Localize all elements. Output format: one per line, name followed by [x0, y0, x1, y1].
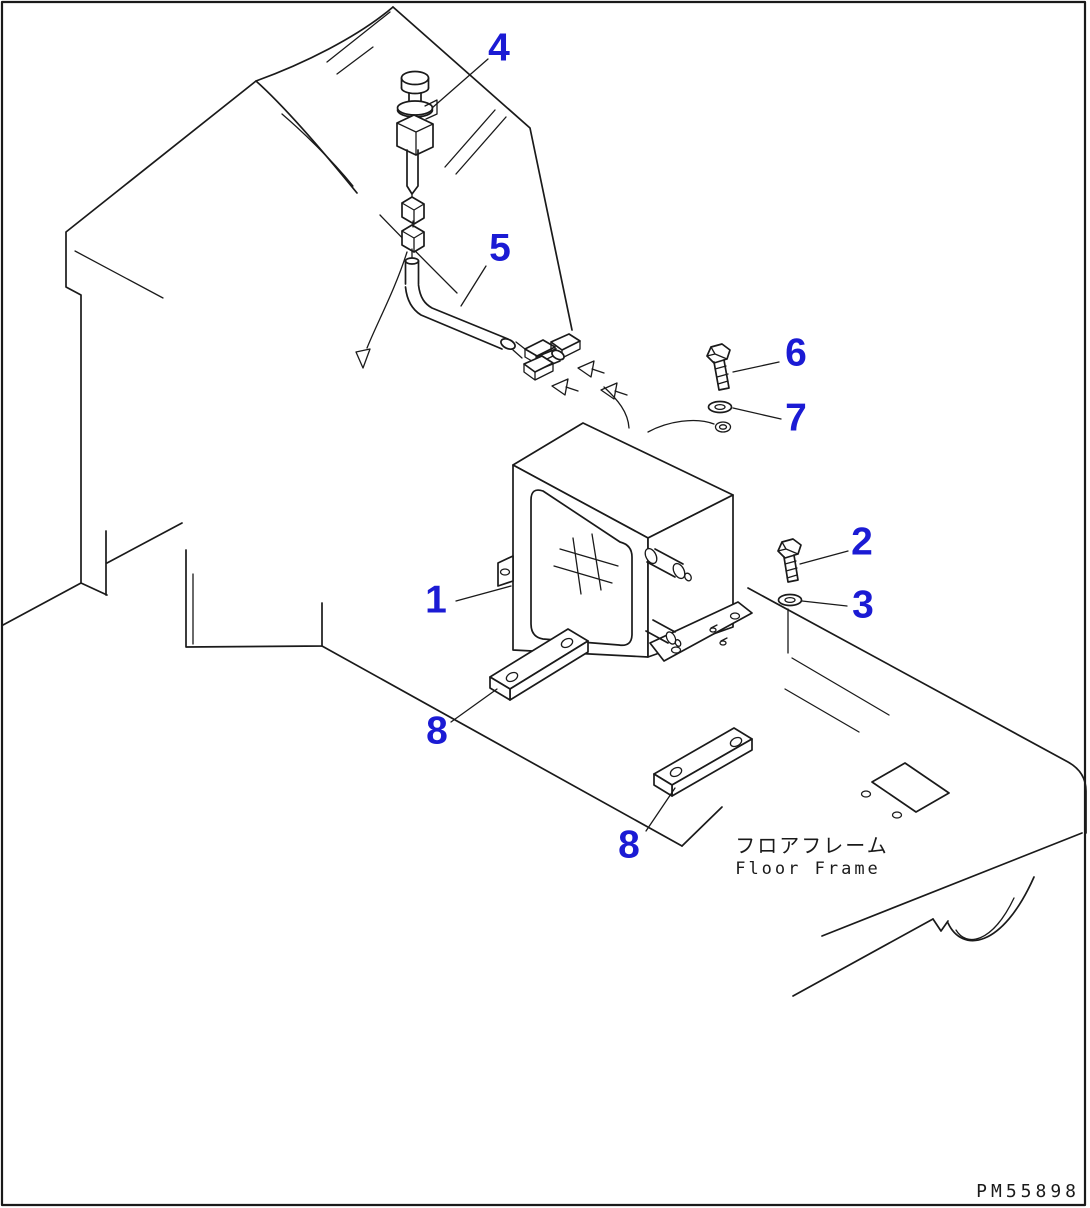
tank-flange-left [497, 555, 514, 587]
nozzle-fitting-lower [645, 619, 682, 647]
leader-8a [450, 688, 498, 723]
mounting-plate-1 [489, 628, 589, 701]
nozzle-fitting-upper [644, 547, 692, 582]
callout-7: 7 [785, 396, 807, 440]
leader-1 [455, 585, 512, 602]
callout-3: 3 [852, 583, 874, 627]
callout-4: 4 [488, 26, 510, 70]
switch-lead-wire [366, 251, 408, 349]
leader-8b [645, 787, 676, 832]
leader-6 [732, 361, 780, 373]
callout-6: 6 [785, 331, 807, 375]
operator-stand-outline [2, 6, 573, 648]
harness-wire [603, 386, 630, 429]
assembly-arrow-icons [551, 360, 628, 400]
callout-2: 2 [851, 520, 873, 564]
leader-7 [732, 407, 782, 420]
washer-item7 [707, 400, 733, 414]
washer-item3 [777, 593, 803, 654]
washer-tank [497, 422, 753, 662]
leader-4 [431, 58, 489, 109]
switch-knob [400, 70, 430, 103]
ground-wire [647, 419, 732, 433]
assembly-arrow-icon [355, 348, 371, 369]
tank-flange-right [649, 601, 753, 662]
switch-stem [406, 149, 419, 195]
leader-2 [799, 550, 849, 565]
floor-frame-outline [321, 587, 1087, 997]
tank-grid-mark [553, 533, 619, 595]
leader-5 [460, 265, 487, 307]
caption-japanese: フロアフレーム [735, 833, 889, 858]
bolt-item2 [777, 538, 802, 583]
harness-tube [404, 257, 516, 351]
tank-window [530, 489, 633, 647]
caption-english: Floor Frame [735, 859, 881, 879]
switch-body [396, 114, 434, 156]
leader-3 [801, 600, 848, 607]
callout-5: 5 [489, 226, 511, 270]
callout-8b: 8 [618, 823, 640, 867]
callout-1: 1 [425, 578, 447, 622]
wheel-arch-bump [932, 876, 1035, 942]
mounting-plate-2 [653, 727, 753, 797]
inline-connector-2 [401, 224, 425, 253]
inline-connector-1 [401, 196, 425, 225]
connector-cluster [512, 333, 581, 381]
bolt-item6 [706, 343, 731, 391]
floor-frame-cutout [860, 762, 950, 819]
page-code: PM55898 [976, 1181, 1080, 1202]
leader-lines [431, 58, 849, 832]
callout-8a: 8 [426, 709, 448, 753]
washer-switch [355, 70, 438, 369]
ring-terminal [714, 421, 732, 433]
